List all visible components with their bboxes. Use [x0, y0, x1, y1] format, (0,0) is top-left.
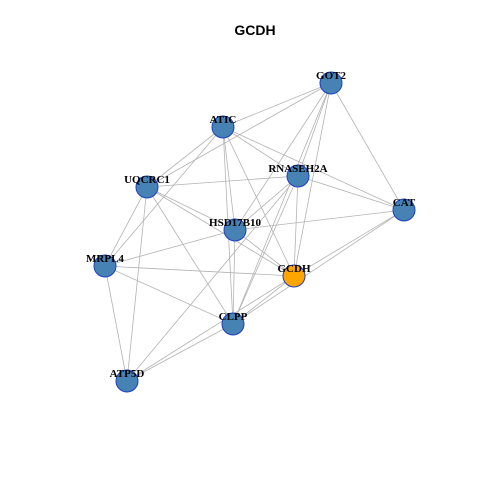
edge-atic-gcdh — [222, 126, 295, 277]
edge-uqcrc1-gcdh — [146, 186, 295, 277]
edge-rnaseh2a-atp5d — [126, 175, 299, 382]
edge-uqcrc1-mrpl4 — [104, 186, 148, 267]
edge-mrpl4-gcdh — [104, 265, 295, 277]
edge-hsd17b10-cat — [234, 209, 405, 231]
edge-clpp-atp5d — [126, 323, 234, 382]
edge-rnaseh2a-hsd17b10 — [234, 175, 299, 231]
edge-gcdh-clpp — [232, 275, 295, 325]
edge-rnaseh2a-clpp — [232, 175, 299, 325]
node-mrpl4 — [93, 254, 117, 278]
node-label-cat: CAT — [393, 197, 416, 209]
edge-atic-mrpl4 — [104, 126, 224, 267]
node-cat — [392, 198, 416, 222]
edge-atic-rnaseh2a — [222, 126, 299, 177]
node-atic — [211, 115, 235, 139]
node-label-atp5d: ATP5D — [110, 368, 145, 380]
edge-rnaseh2a-cat — [297, 175, 405, 211]
edge-hsd17b10-gcdh — [234, 229, 295, 277]
node-gcdh — [282, 264, 306, 288]
edge-cat-gcdh — [293, 209, 405, 277]
node-label-clpp: CLPP — [219, 311, 248, 323]
node-label-mrpl4: MRPL4 — [86, 253, 124, 265]
node-label-got2: GOT2 — [316, 70, 346, 82]
edge-atic-hsd17b10 — [222, 126, 236, 231]
edge-got2-atic — [222, 82, 332, 128]
edge-uqcrc1-clpp — [146, 186, 234, 325]
node-uqcrc1 — [135, 175, 159, 199]
edge-atic-cat — [222, 126, 405, 211]
edge-got2-rnaseh2a — [297, 82, 332, 177]
edge-atic-uqcrc1 — [146, 126, 224, 188]
node-hsd17b10 — [223, 218, 247, 242]
edge-got2-clpp — [232, 82, 332, 325]
edges — [104, 82, 405, 382]
edge-rnaseh2a-uqcrc1 — [146, 175, 299, 188]
node-rnaseh2a — [286, 164, 310, 188]
node-label-rnaseh2a: RNASEH2A — [268, 163, 327, 175]
node-clpp — [221, 312, 245, 336]
node-label-gcdh: GCDH — [278, 263, 311, 275]
nodes — [93, 71, 416, 393]
edge-rnaseh2a-gcdh — [293, 175, 299, 277]
node-label-uqcrc1: UQCRC1 — [124, 174, 170, 186]
edge-hsd17b10-mrpl4 — [104, 229, 236, 267]
edge-got2-cat — [330, 82, 405, 211]
edge-cat-clpp — [232, 209, 405, 325]
node-atp5d — [115, 369, 139, 393]
edge-got2-uqcrc1 — [146, 82, 332, 188]
edge-mrpl4-clpp — [104, 265, 234, 325]
edge-got2-gcdh — [293, 82, 332, 277]
edge-uqcrc1-atp5d — [126, 186, 148, 382]
edge-hsd17b10-clpp — [232, 229, 236, 325]
diagram-title: GCDH — [234, 22, 275, 38]
node-got2 — [319, 71, 343, 95]
edge-gcdh-atp5d — [126, 275, 295, 382]
node-label-atic: ATIC — [210, 114, 237, 126]
edge-uqcrc1-hsd17b10 — [146, 186, 236, 231]
edge-got2-hsd17b10 — [234, 82, 332, 231]
node-label-hsd17b10: HSD17B10 — [209, 217, 261, 229]
edge-mrpl4-atp5d — [104, 265, 128, 382]
